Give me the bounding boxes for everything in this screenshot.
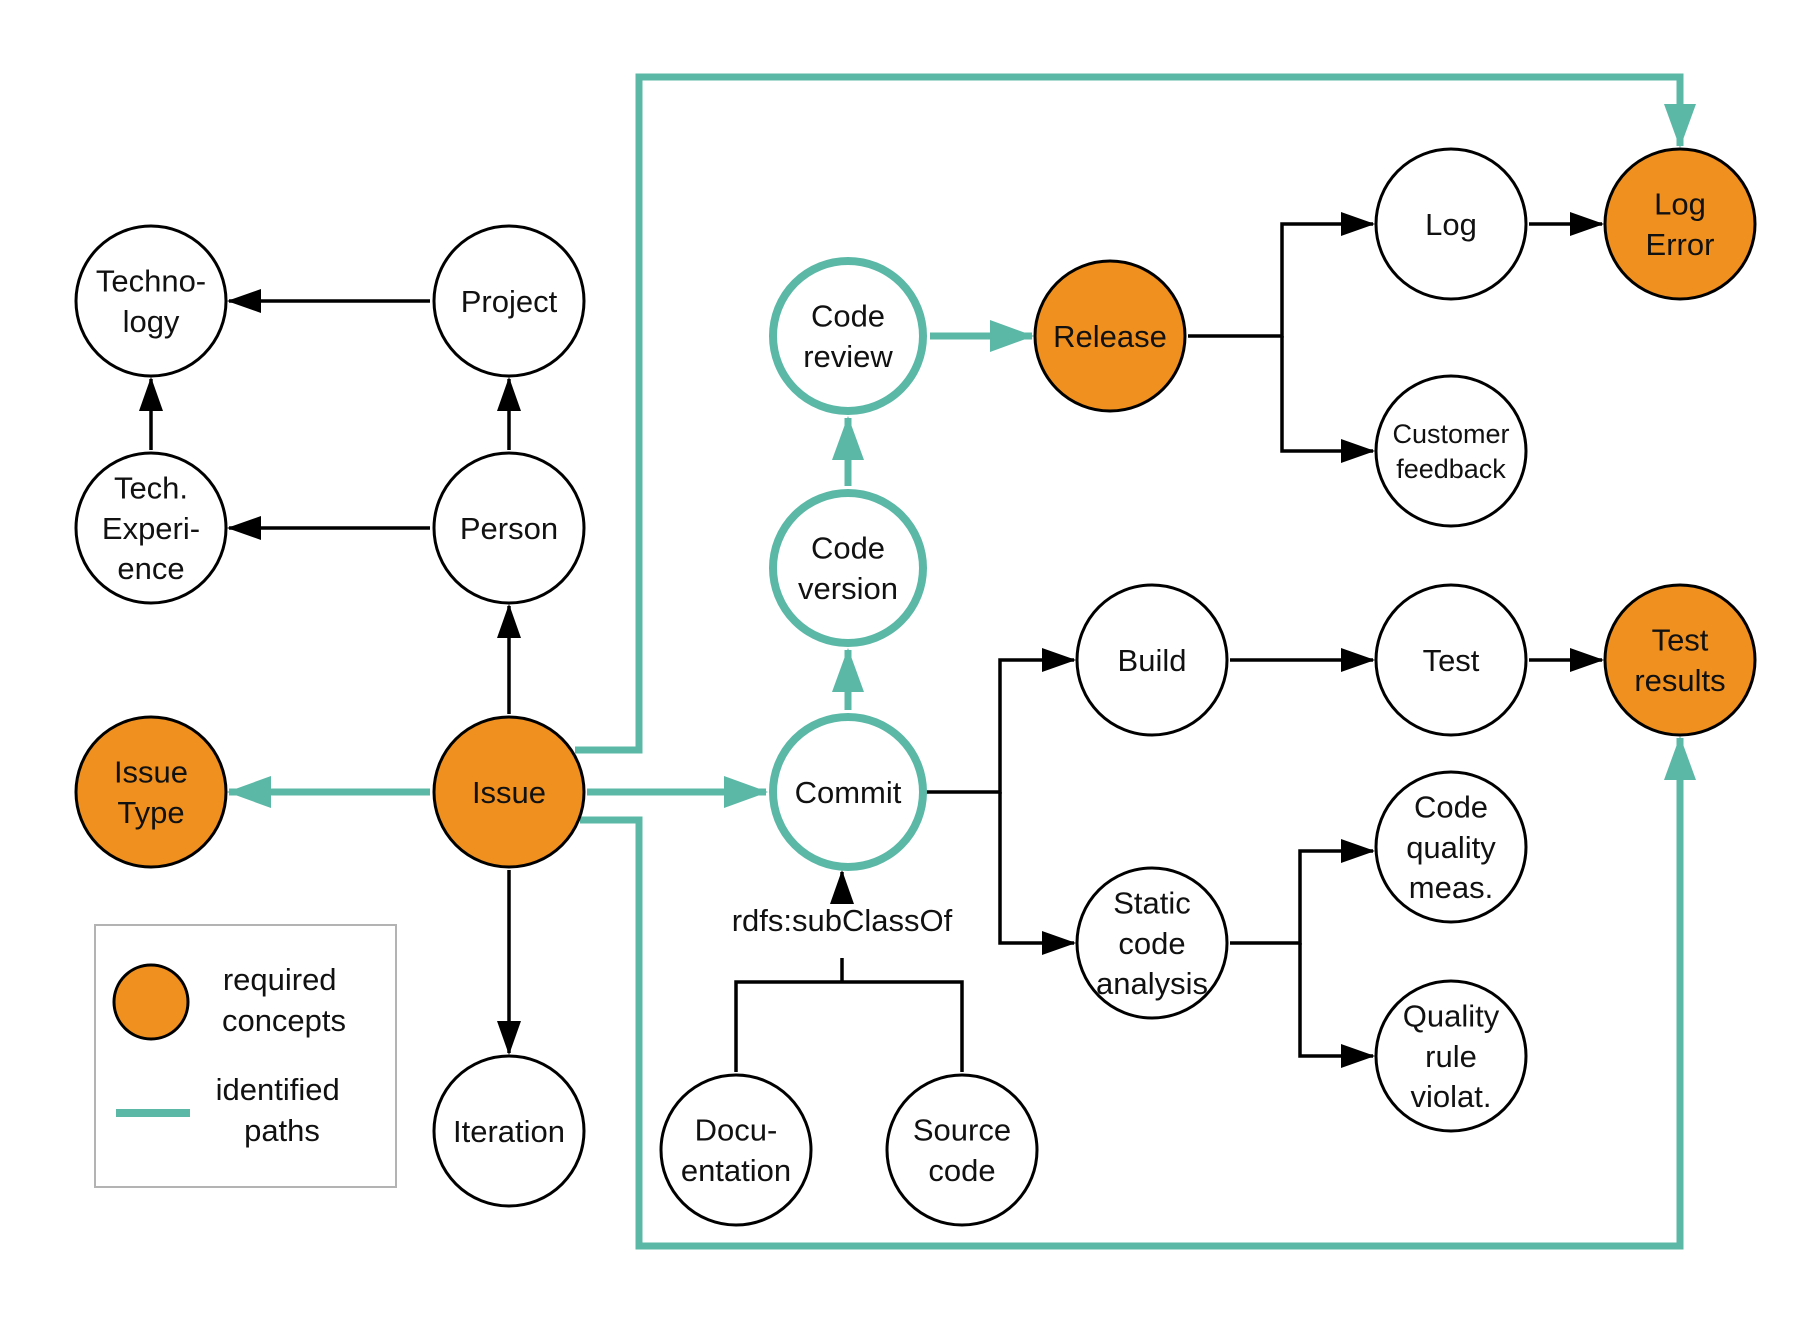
node-label: Issue <box>472 775 546 810</box>
node-circle <box>1374 770 1528 924</box>
node-circle <box>1374 147 1528 301</box>
edge-release-to-customer-feedback <box>1280 336 1375 463</box>
node-circle <box>432 715 586 869</box>
subclass-label: rdfs:subClassOf <box>732 903 953 938</box>
legend-path-label: identified paths <box>216 1072 349 1148</box>
node-documentation: Docu-entation <box>659 1073 813 1227</box>
node-tech-experience: Tech.Experi-ence <box>74 451 228 605</box>
node-commit: Commit <box>769 713 927 871</box>
node-circle <box>432 1054 586 1208</box>
edge-commit-to-build <box>926 648 1076 794</box>
node-circle <box>769 257 927 415</box>
node-circle <box>769 489 927 647</box>
legend-required-swatch <box>112 963 190 1041</box>
legend: required concepts identified paths <box>94 924 397 1188</box>
node-label: Build <box>1118 643 1187 678</box>
node-project: Project <box>432 224 586 378</box>
node-circle <box>1075 583 1229 737</box>
edge-commit-to-static-code-analysis <box>998 792 1076 955</box>
node-circle <box>659 1073 813 1227</box>
node-circle <box>885 1073 1039 1227</box>
node-label: Release <box>1053 319 1167 354</box>
node-label: Project <box>461 284 558 319</box>
edge-release-to-log <box>1188 212 1375 338</box>
node-label: Log <box>1425 207 1477 242</box>
node-circle <box>1033 259 1187 413</box>
node-issue: Issue <box>432 715 586 869</box>
node-iteration: Iteration <box>432 1054 586 1208</box>
node-circle <box>1603 583 1757 737</box>
node-release: Release <box>1033 259 1187 413</box>
node-circle <box>432 224 586 378</box>
legend-required-label: required concepts <box>222 962 346 1038</box>
node-circle <box>1374 979 1528 1133</box>
node-circle <box>1374 583 1528 737</box>
edge-documentation-to-commit <box>734 980 964 1072</box>
node-label: Docu-entation <box>681 1113 791 1188</box>
node-person: Person <box>432 451 586 605</box>
node-log: Log <box>1374 147 1528 301</box>
node-circle <box>432 451 586 605</box>
edge-static-code-analysis-to-code-quality-meas <box>1230 839 1375 945</box>
node-circle <box>74 451 228 605</box>
node-label: Iteration <box>453 1114 565 1149</box>
node-circle <box>74 224 228 378</box>
node-technology: Techno-logy <box>74 224 228 378</box>
node-label: Commit <box>795 775 902 810</box>
node-build: Build <box>1075 583 1229 737</box>
edge-issue-to-test-results <box>580 736 1696 1250</box>
node-test: Test <box>1374 583 1528 737</box>
node-label: Tech.Experi-ence <box>102 471 200 587</box>
node-circle <box>1374 374 1528 528</box>
edge-static-code-analysis-to-quality-rule-violat <box>1298 943 1375 1068</box>
node-label: Test <box>1423 643 1480 678</box>
edges-layer <box>139 73 1696 1250</box>
node-label: Techno-logy <box>96 264 206 339</box>
edge-issue-to-log-error <box>575 73 1696 754</box>
node-circle <box>1075 866 1229 1020</box>
node-circle <box>74 715 228 869</box>
node-circle <box>1603 147 1757 301</box>
node-circle <box>769 713 927 871</box>
node-label: Person <box>460 511 558 546</box>
